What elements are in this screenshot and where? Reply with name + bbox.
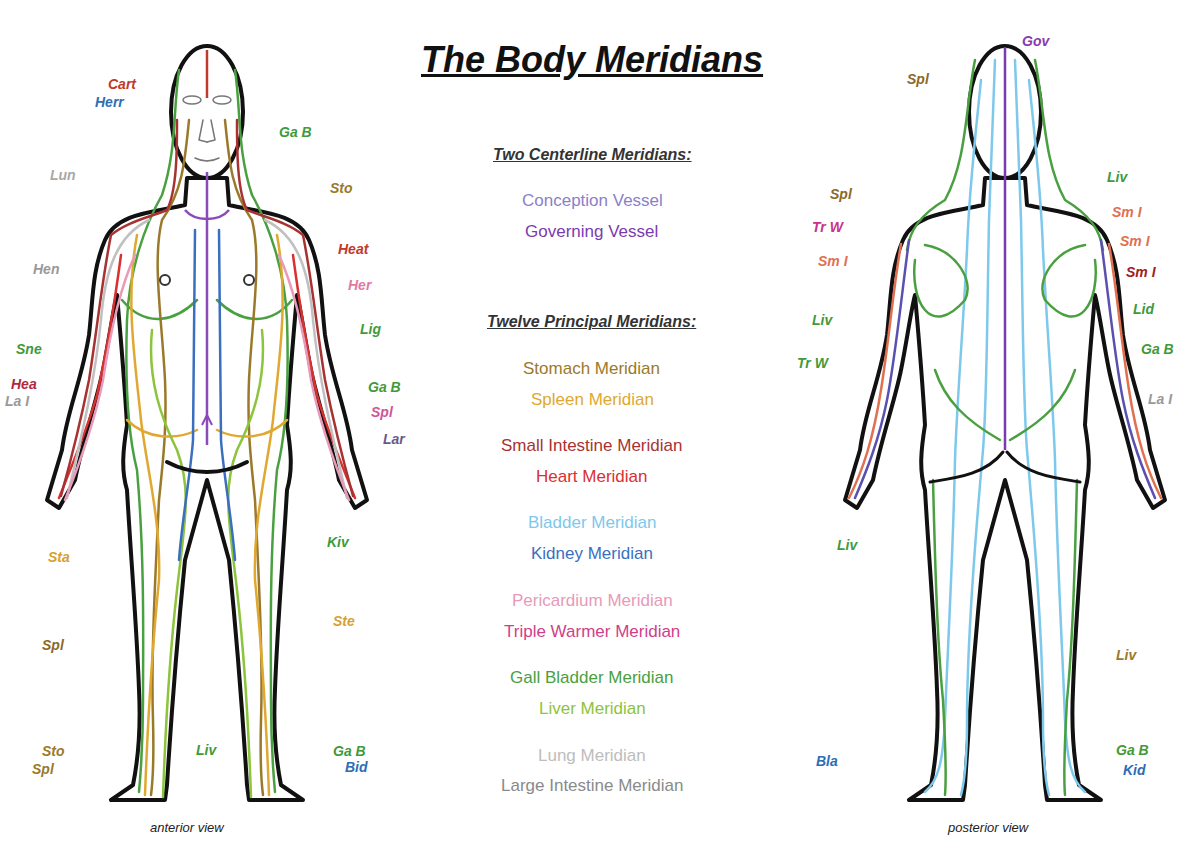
diagram-title: The Body Meridians: [421, 38, 763, 82]
meridian-abbreviation: Bla: [816, 753, 838, 769]
meridian-abbreviation: Sm I: [1120, 233, 1150, 249]
legend-text: Governing Vessel: [525, 222, 658, 241]
meridian-abbreviation: Liv: [1116, 647, 1136, 663]
legend-heading: Two Centerline Meridians:: [493, 145, 692, 165]
legend-text: Liver Meridian: [539, 699, 646, 718]
legend-text: Kidney Meridian: [531, 544, 653, 563]
meridian-abbreviation: Tr W: [797, 355, 828, 371]
meridian-abbreviation: Sne: [16, 341, 42, 357]
legend-entry: Large Intestine Meridian: [501, 775, 683, 797]
meridian-abbreviation: Liv: [196, 742, 216, 758]
meridian-abbreviation: Sm I: [1112, 204, 1142, 220]
meridian-abbreviation: Spl: [830, 186, 852, 202]
legend-text: Large Intestine Meridian: [501, 776, 683, 795]
meridian-abbreviation: Liv: [812, 312, 832, 328]
meridian-abbreviation: Sm I: [818, 253, 848, 269]
legend-entry: Small Intestine Meridian: [501, 435, 682, 457]
view-caption: anterior view: [150, 820, 224, 836]
legend-text: Small Intestine Meridian: [501, 436, 682, 455]
legend-entry: Governing Vessel: [525, 221, 658, 243]
meridian-abbreviation: Lar: [383, 431, 405, 447]
meridian-abbreviation: Bid: [345, 759, 368, 775]
legend-heading: Twelve Principal Meridians:: [487, 312, 696, 332]
meridian-abbreviation: Spl: [42, 637, 64, 653]
legend-entry: Kidney Meridian: [531, 543, 653, 565]
meridian-abbreviation: Ste: [333, 613, 355, 629]
legend-entry: Lung Meridian: [538, 745, 646, 767]
view-caption: posterior view: [948, 820, 1028, 836]
meridian-abbreviation: Ga B: [1116, 742, 1149, 758]
meridian-abbreviation: Liv: [837, 537, 857, 553]
meridian-abbreviation: Sto: [42, 743, 65, 759]
legend-text: Bladder Meridian: [528, 513, 657, 532]
meridian-abbreviation: Ga B: [279, 124, 312, 140]
legend-text: Pericardium Meridian: [512, 591, 673, 610]
meridian-abbreviation: Heat: [338, 241, 368, 257]
meridian-abbreviation: Ga B: [1141, 341, 1174, 357]
meridian-abbreviation: Sm I: [1126, 264, 1156, 280]
legend-entry: Triple Warmer Meridian: [504, 621, 680, 643]
meridian-abbreviation: Lid: [1133, 301, 1154, 317]
legend-entry: Pericardium Meridian: [512, 590, 673, 612]
legend-entry: Stomach Meridian: [523, 358, 660, 380]
meridian-abbreviation: Lun: [50, 167, 76, 183]
legend-entry: Bladder Meridian: [528, 512, 657, 534]
legend-text: Triple Warmer Meridian: [504, 622, 680, 641]
meridian-abbreviation: Ga B: [333, 743, 366, 759]
meridian-abbreviation: Kid: [1123, 762, 1146, 778]
legend-entry: Conception Vessel: [522, 190, 663, 212]
legend-text: Conception Vessel: [522, 191, 663, 210]
legend-text: Stomach Meridian: [523, 359, 660, 378]
meridian-abbreviation: Kiv: [327, 534, 349, 550]
meridian-abbreviation: Spl: [32, 761, 54, 777]
meridian-abbreviation: Hea: [11, 376, 37, 392]
meridian-abbreviation: Ga B: [368, 379, 401, 395]
legend-entry: Heart Meridian: [536, 466, 648, 488]
meridian-abbreviation: Tr W: [812, 219, 843, 235]
legend-text: Gall Bladder Meridian: [510, 668, 673, 687]
meridian-abbreviation: Sto: [330, 180, 353, 196]
meridian-abbreviation: Herr: [95, 94, 124, 110]
meridian-abbreviation: Hen: [33, 261, 59, 277]
legend-entry: Spleen Meridian: [531, 389, 654, 411]
legend-entry: Liver Meridian: [539, 698, 646, 720]
meridian-abbreviation: Cart: [108, 76, 136, 92]
meridian-abbreviation: Lig: [360, 321, 381, 337]
meridian-abbreviation: Liv: [1107, 169, 1127, 185]
legend-text: Lung Meridian: [538, 746, 646, 765]
meridian-abbreviation: Sta: [48, 549, 70, 565]
meridian-abbreviation: Gov: [1022, 33, 1049, 49]
legend-entry: Gall Bladder Meridian: [510, 667, 673, 689]
legend-text: Spleen Meridian: [531, 390, 654, 409]
meridian-abbreviation: Spl: [907, 71, 929, 87]
meridian-abbreviation: Spl: [371, 404, 393, 420]
meridian-abbreviation: Her: [348, 277, 371, 293]
legend-text: Heart Meridian: [536, 467, 648, 486]
meridian-abbreviation: La I: [5, 393, 29, 409]
meridian-abbreviation: La I: [1148, 391, 1172, 407]
